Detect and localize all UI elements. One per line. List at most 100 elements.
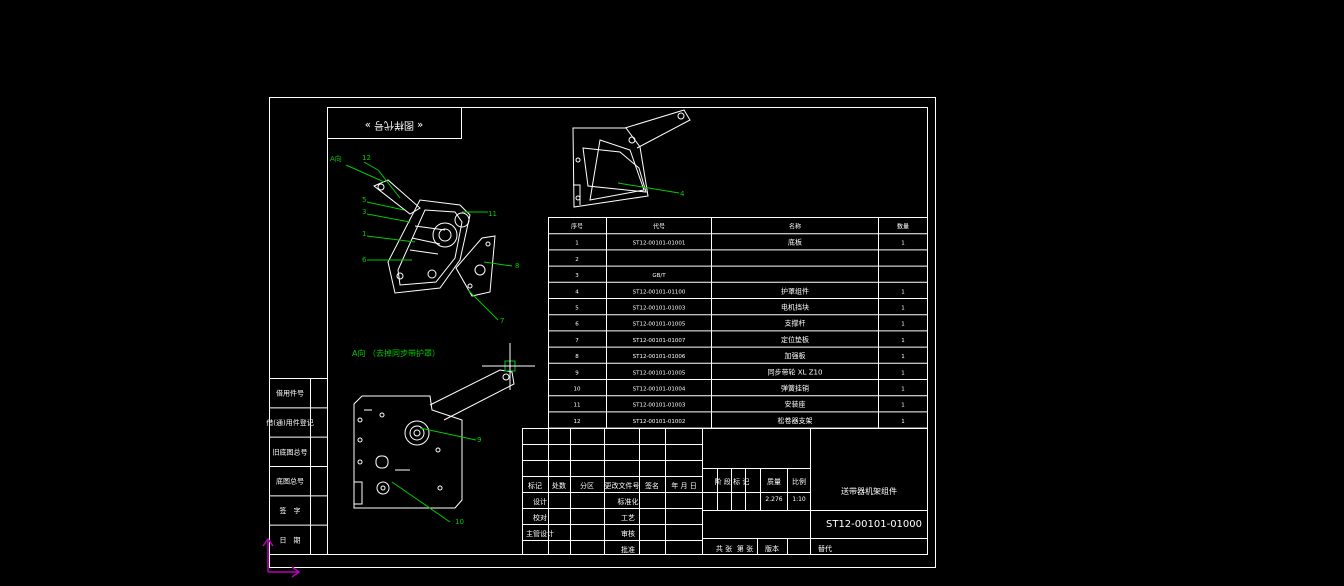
role-label-right: 标准化 — [618, 497, 639, 506]
version-label: 版本 — [765, 544, 779, 553]
revision-header: 更改文件号 — [605, 481, 640, 490]
view-title: A向 （去掉同步带护罩） — [352, 348, 440, 358]
parts-table-cell: 1 — [575, 241, 579, 247]
scale-value: 1:10 — [792, 496, 806, 503]
parts-table-cell: 5 — [575, 306, 579, 312]
revision-header: 年 月 日 — [671, 481, 696, 490]
parts-table-cell: ST12-00101-01002 — [633, 419, 686, 425]
parts-table-header: 名称 — [789, 223, 801, 231]
parts-table-cell: 松卷器支架 — [778, 416, 813, 425]
parts-table-cell: ST12-00101-01007 — [633, 338, 686, 344]
drawing-name: 送带器机架组件 — [841, 486, 897, 496]
parts-table-cell: 电机挡块 — [781, 303, 809, 312]
revision-header: 处数 — [552, 481, 566, 490]
parts-table-cell: 弹簧挂销 — [781, 384, 809, 393]
drawing-number: ST12-00101-01000 — [826, 519, 922, 530]
title-block: 标记 处数 分区 更改文件号签名 年 月 日设计校对主管设计 标准化工艺审核批准 阶 段 标… — [522, 428, 928, 555]
part-view-assembly — [373, 179, 496, 297]
parts-table-cell: 1 — [901, 289, 905, 295]
mass-value: 2.276 — [765, 496, 782, 503]
leader-lines-side — [391, 360, 516, 523]
part-view-guard — [572, 109, 691, 208]
stage-label: 阶 段 标 记 — [715, 477, 750, 486]
balloon-6: 6 — [362, 256, 367, 264]
parts-table-cell: 定位垫板 — [781, 335, 809, 344]
parts-table-header: 序号 — [571, 223, 583, 231]
parts-table-cell: 加强板 — [785, 351, 806, 360]
parts-table-cell: ST12-00101-01001 — [633, 241, 686, 247]
sheet-number: 第 张 — [737, 544, 753, 553]
parts-table-cell: 1 — [901, 387, 905, 393]
role-label-right: 批准 — [621, 545, 635, 554]
balloon-8: 8 — [515, 262, 519, 270]
parts-table-cell: 护罩组件 — [781, 286, 809, 295]
parts-table-cell: 4 — [575, 289, 579, 295]
parts-table-cell: 7 — [575, 338, 579, 344]
sheet-total: 共 张 — [716, 544, 732, 553]
parts-table-cell: ST12-00101-01006 — [633, 354, 686, 360]
parts-table-cell: 9 — [575, 370, 579, 376]
balloon-11: 11 — [488, 210, 497, 218]
left-strip-label: 底图总号 — [276, 477, 304, 486]
parts-table-cell: 12 — [574, 419, 581, 425]
parts-table-cell: ST12-00101-01005 — [633, 370, 686, 376]
parts-table-cell: 1 — [901, 338, 905, 344]
replace-label: 替代 — [818, 544, 832, 553]
role-label-left: 设计 — [533, 497, 547, 506]
parts-table-cell: 1 — [901, 306, 905, 312]
outer-frame — [269, 97, 936, 568]
parts-table-cell: 6 — [575, 322, 579, 328]
parts-table-cell: ST12-00101-01100 — [633, 289, 686, 295]
scale-label: 比例 — [792, 477, 806, 486]
role-label-left: 主管设计 — [526, 529, 554, 538]
balloon-3: 3 — [362, 208, 366, 216]
parts-table-cell: 11 — [574, 403, 581, 409]
parts-table-cell: 2 — [575, 257, 579, 263]
balloon-10: 10 — [455, 518, 464, 526]
title-block-frame — [522, 428, 928, 555]
parts-table-cell: 安装座 — [785, 400, 806, 409]
revision-header: 分区 — [580, 481, 594, 490]
parts-table-cell: 10 — [574, 387, 581, 393]
parts-table-cell: ST12-00101-01005 — [633, 322, 686, 328]
parts-table-cell: 1 — [901, 419, 905, 425]
role-label-right: 工艺 — [621, 514, 635, 522]
balloon-1: 1 — [362, 230, 366, 238]
leader-lines-assembly — [345, 161, 513, 321]
left-strip-label: 旧底图总号 — [273, 447, 308, 456]
parts-table-cell: ST12-00101-01003 — [633, 306, 686, 312]
parts-table-cell: 1 — [901, 322, 905, 328]
view-marker: A向 — [330, 154, 342, 163]
parts-table-cell: 1 — [901, 241, 905, 247]
parts-table-header: 数量 — [897, 223, 909, 231]
stamp-text: « 图样代号 » — [365, 119, 424, 132]
parts-table-cell: 8 — [575, 354, 579, 360]
stamp-box — [327, 107, 462, 139]
parts-table-cell: 底板 — [788, 238, 802, 247]
parts-table-cell: 支撑杆 — [785, 319, 806, 328]
balloon-5: 5 — [362, 196, 366, 204]
mass-label: 质量 — [767, 477, 781, 486]
crosshair-cursor-icon — [482, 343, 535, 390]
parts-table-cell: 同步带轮 XL Z10 — [768, 367, 823, 376]
balloon-9: 9 — [477, 436, 481, 444]
revision-header: 标记 — [528, 481, 542, 490]
parts-table-cell: GB/T — [652, 273, 666, 279]
parts-table-cell: 1 — [901, 403, 905, 409]
role-label-left: 校对 — [533, 513, 547, 522]
parts-table-header: 代号 — [653, 223, 665, 231]
revision-header: 签名 — [645, 481, 659, 490]
left-strip-label: 日 期 — [280, 536, 301, 544]
parts-table-cell: 1 — [901, 354, 905, 360]
part-view-side — [353, 369, 515, 509]
balloon-12: 12 — [362, 154, 371, 162]
parts-table-frame — [548, 217, 928, 429]
left-strip-label: 借用件号 — [276, 389, 304, 398]
parts-table-cell: ST12-00101-01004 — [633, 387, 686, 393]
role-label-right: 审核 — [621, 529, 635, 538]
parts-table-cell: 1 — [901, 370, 905, 376]
balloon-7: 7 — [500, 317, 504, 325]
